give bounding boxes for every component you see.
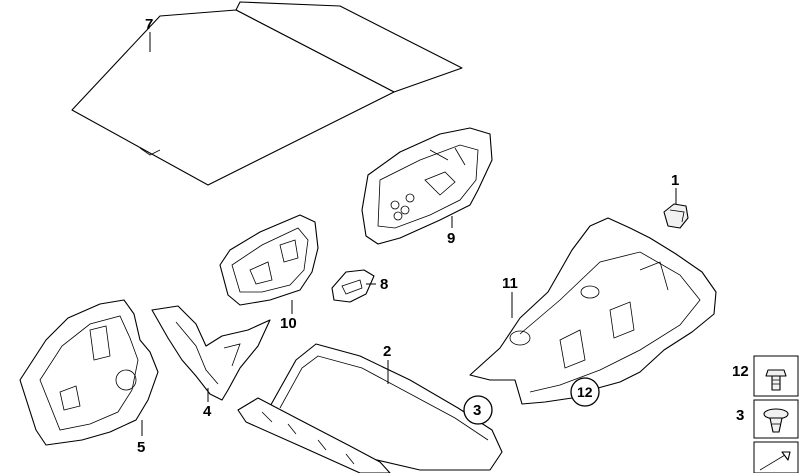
legend-fasteners: 12 3 [732,355,799,473]
callout-12-circled: 12 [570,377,600,407]
legend-label-12: 12 [732,363,749,380]
part-8-bracket [331,269,375,303]
callout-2: 2 [383,343,391,360]
part-4-bracket-panel [151,305,271,401]
arrow-icon [759,451,791,471]
callout-11: 11 [502,275,518,292]
callout-9: 9 [447,230,455,247]
push-rivet-icon [765,369,787,391]
part-7-sheet [71,9,395,186]
svg-text:3: 3 [473,402,481,419]
callout-3-circled: 3 [463,395,493,425]
part-1-clip [663,203,689,229]
leader-lines [141,32,677,436]
callout-8: 8 [380,276,388,293]
callout-7: 7 [145,16,153,33]
svg-text:12: 12 [577,384,593,400]
expanding-clip-icon [763,408,789,433]
part-11-insulation [469,217,717,405]
part-10-trim-panel [219,214,319,306]
legend-box-blank [753,441,799,473]
legend-label-3: 3 [736,407,744,424]
callout-5: 5 [137,439,145,456]
trunk-rail [237,397,391,473]
callout-1: 1 [671,172,679,189]
part-7-sheet-rear [235,1,463,93]
part-5-wheel-arch [19,299,159,446]
part-9-trim-panel [361,127,493,245]
callout-4: 4 [203,403,212,420]
callout-10: 10 [280,315,297,332]
